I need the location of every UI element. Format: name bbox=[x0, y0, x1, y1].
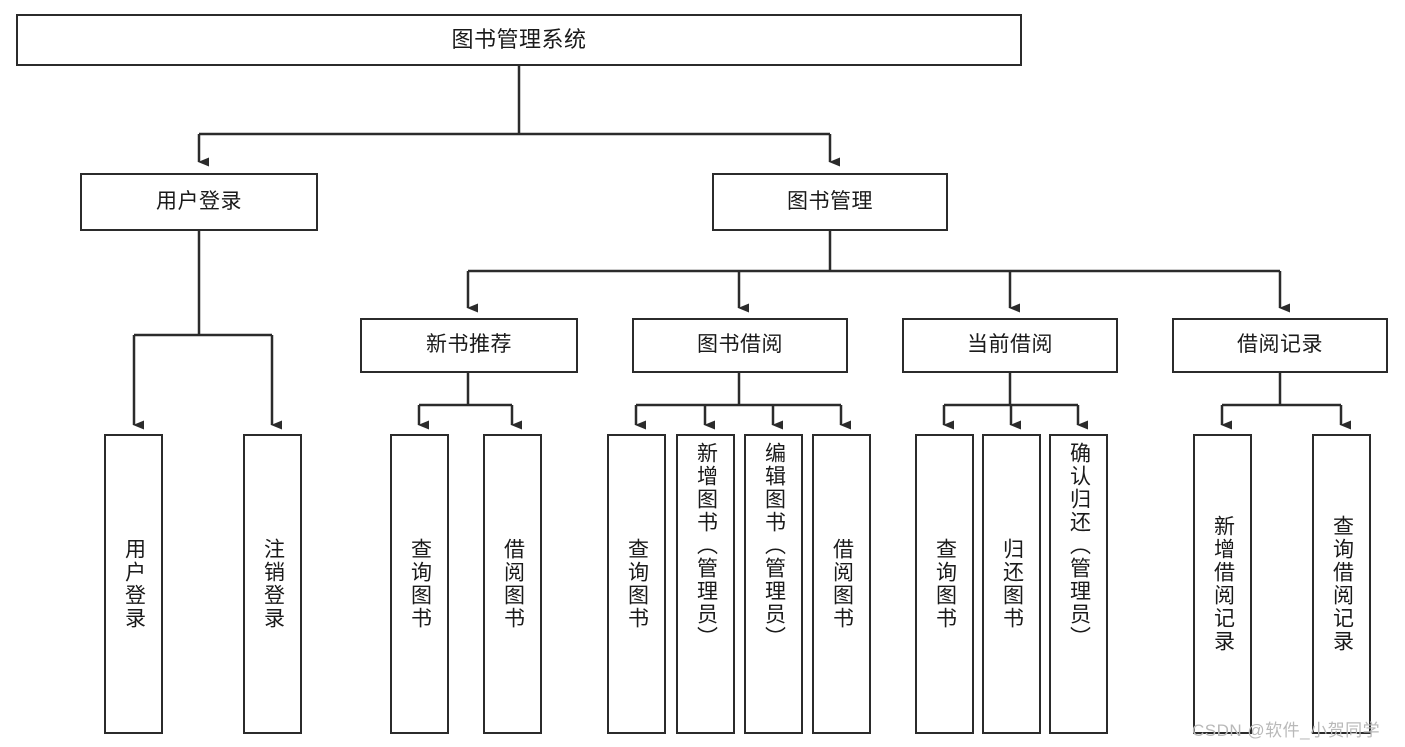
node-label: 查询图书 bbox=[408, 538, 432, 630]
node-label: 图书借阅 bbox=[697, 333, 783, 357]
node-label: 借阅图书 bbox=[501, 538, 525, 630]
node-label: 编辑图书（管理员） bbox=[762, 442, 786, 649]
node-borrow-record[interactable]: 借阅记录 bbox=[1172, 318, 1388, 373]
leaf-current-query-book[interactable]: 查询图书 bbox=[915, 434, 974, 734]
leaf-recommend-query-book[interactable]: 查询图书 bbox=[390, 434, 449, 734]
node-label: 图书管理系统 bbox=[451, 27, 587, 53]
leaf-borrow-borrow-book[interactable]: 借阅图书 bbox=[812, 434, 871, 734]
node-label: 借阅图书 bbox=[830, 538, 854, 630]
node-label: 新增借阅记录 bbox=[1211, 515, 1235, 653]
node-root-book-management-system[interactable]: 图书管理系统 bbox=[16, 14, 1022, 66]
node-label: 查询借阅记录 bbox=[1330, 515, 1354, 653]
leaf-logout-login[interactable]: 注销登录 bbox=[243, 434, 302, 734]
node-label: 新书推荐 bbox=[426, 333, 512, 357]
node-label: 查询图书 bbox=[933, 538, 957, 630]
node-label: 确认归还（管理员） bbox=[1067, 442, 1091, 649]
node-current-borrow[interactable]: 当前借阅 bbox=[902, 318, 1118, 373]
node-label: 用户登录 bbox=[122, 538, 146, 630]
node-label: 图书管理 bbox=[787, 189, 873, 213]
node-label: 当前借阅 bbox=[967, 333, 1053, 357]
node-user-login[interactable]: 用户登录 bbox=[80, 173, 318, 231]
leaf-borrow-query-book[interactable]: 查询图书 bbox=[607, 434, 666, 734]
leaf-user-login[interactable]: 用户登录 bbox=[104, 434, 163, 734]
leaf-confirm-return-admin[interactable]: 确认归还（管理员） bbox=[1049, 434, 1108, 734]
leaf-add-borrow-record[interactable]: 新增借阅记录 bbox=[1193, 434, 1252, 734]
node-book-borrow[interactable]: 图书借阅 bbox=[632, 318, 848, 373]
node-label: 用户登录 bbox=[156, 189, 242, 213]
node-label: 查询图书 bbox=[625, 538, 649, 630]
csdn-watermark: CSDN @软件_小贺同学 bbox=[1192, 721, 1381, 740]
node-label: 借阅记录 bbox=[1237, 333, 1323, 357]
node-new-book-recommend[interactable]: 新书推荐 bbox=[360, 318, 578, 373]
leaf-query-borrow-record[interactable]: 查询借阅记录 bbox=[1312, 434, 1371, 734]
leaf-return-book[interactable]: 归还图书 bbox=[982, 434, 1041, 734]
node-label: 新增图书（管理员） bbox=[694, 442, 718, 649]
leaf-add-book-admin[interactable]: 新增图书（管理员） bbox=[676, 434, 735, 734]
node-label: 归还图书 bbox=[1000, 538, 1024, 630]
node-label: 注销登录 bbox=[261, 538, 285, 630]
leaf-edit-book-admin[interactable]: 编辑图书（管理员） bbox=[744, 434, 803, 734]
leaf-recommend-borrow-book[interactable]: 借阅图书 bbox=[483, 434, 542, 734]
node-book-management[interactable]: 图书管理 bbox=[712, 173, 948, 231]
